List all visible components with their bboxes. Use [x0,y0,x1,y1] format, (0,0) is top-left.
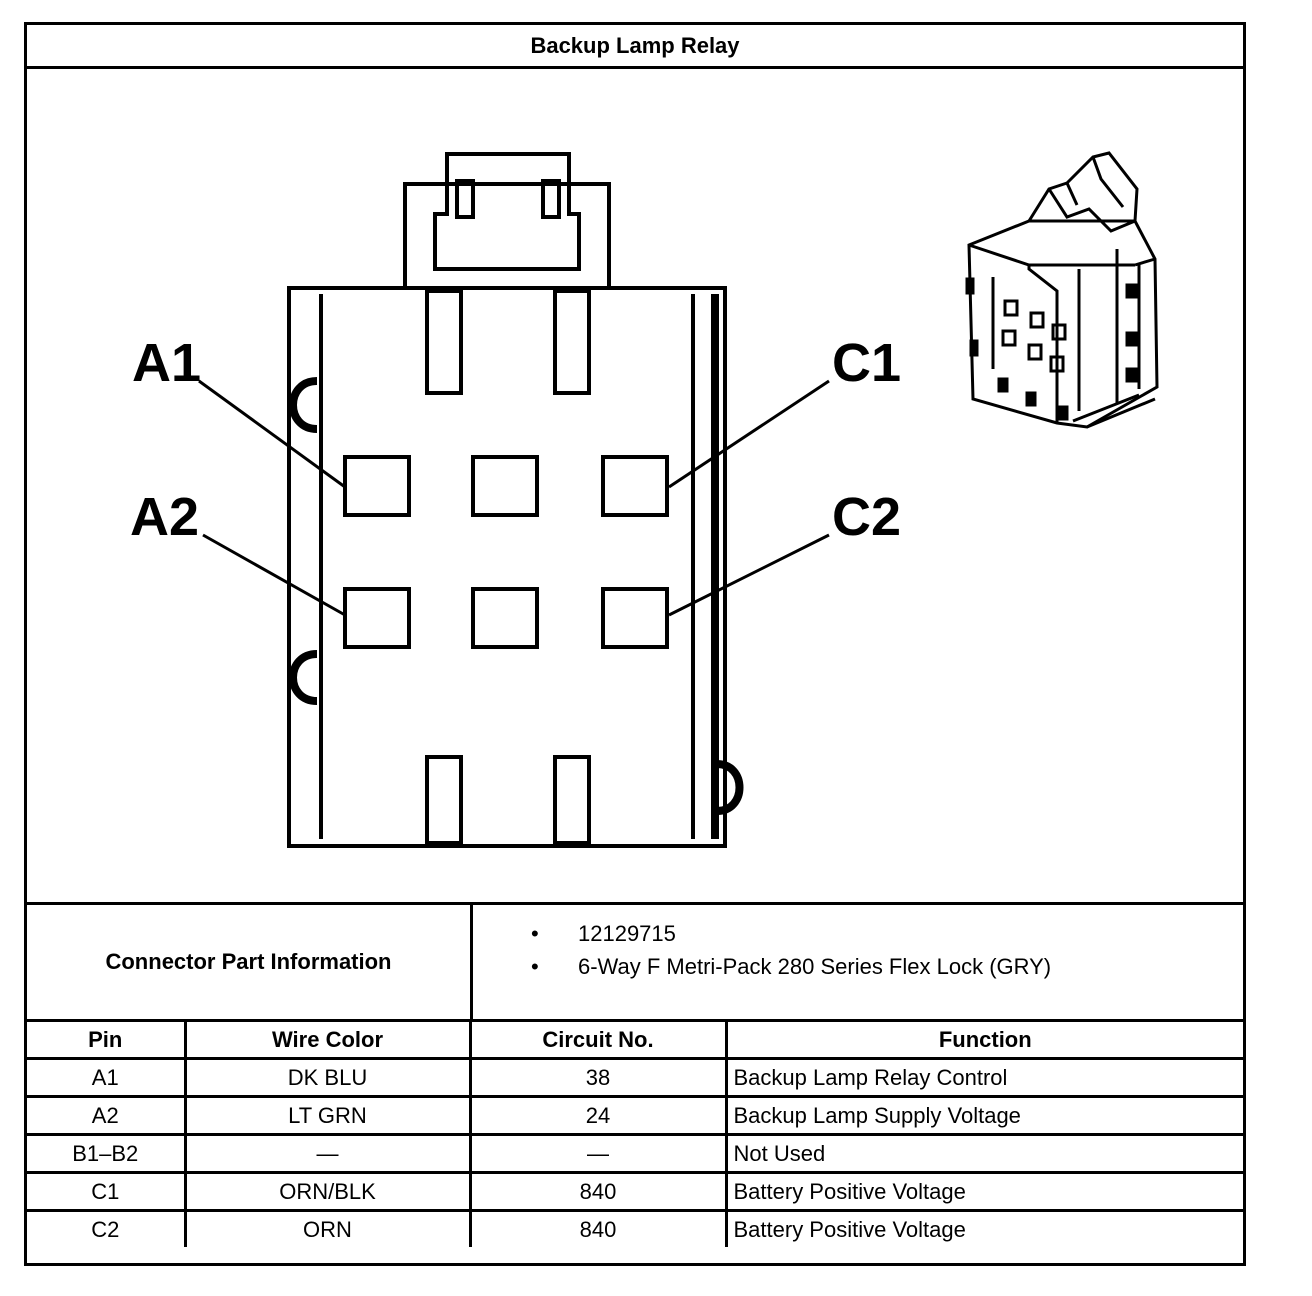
connector-face-drawing: A1 A2 C1 C2 [130,151,1159,848]
cell-circuit: 38 [468,1057,728,1098]
part-number: 12129715 [473,917,1243,950]
cell-wire-color: — [183,1133,472,1174]
leader-a2 [202,533,346,617]
lock-tab [433,152,581,271]
cell-pin: A2 [27,1095,187,1136]
connector-body [198,152,830,848]
cavity-a2 [343,587,411,649]
cell-function: Battery Positive Voltage [724,1209,1243,1247]
cell-function: Not Used [724,1133,1243,1174]
cavity-c1 [601,455,669,517]
rib-bottom-left [425,755,463,845]
callout-c1: C1 [832,333,901,393]
cavity-a1 [343,455,411,517]
cell-pin: B1–B2 [27,1133,187,1174]
callout-c2: C2 [832,487,901,547]
cell-wire-color: ORN [183,1209,472,1247]
cavity-b1 [471,455,539,517]
leader-a1 [198,379,346,489]
rib-top-right [553,289,591,395]
leader-c2 [668,533,830,617]
cell-circuit: 840 [468,1209,728,1247]
table-row: A1 DK BLU 38 Backup Lamp Relay Control [27,1057,1243,1098]
rib-top-left [425,289,463,395]
connector-sheet: Backup Lamp Relay [24,22,1246,1266]
latch-hook-lower [289,650,318,705]
cell-function: Backup Lamp Relay Control [724,1057,1243,1098]
page-title: Backup Lamp Relay [27,25,1243,69]
table-row: A2 LT GRN 24 Backup Lamp Supply Voltage [27,1095,1243,1136]
pin-table-header: Pin Wire Color Circuit No. Function [27,1022,1243,1060]
cavity-b2 [471,587,539,649]
cell-function: Backup Lamp Supply Voltage [724,1095,1243,1136]
cell-circuit: 24 [468,1095,728,1136]
latch-hook-right [716,760,744,815]
callout-a1: A1 [132,333,201,393]
header-pin: Pin [27,1022,187,1060]
connector-part-info-list: 12129715 6-Way F Metri-Pack 280 Series F… [473,905,1243,1031]
leader-c1 [668,379,830,489]
header-circuit: Circuit No. [468,1022,728,1060]
cell-wire-color: DK BLU [183,1057,472,1098]
housing-outer [287,286,727,848]
cell-pin: A1 [27,1057,187,1098]
cell-wire-color: LT GRN [183,1095,472,1136]
pin-table: Pin Wire Color Circuit No. Function A1 D… [27,1022,1243,1247]
callout-a2: A2 [130,487,199,547]
connector-part-info: Connector Part Information 12129715 6-Wa… [27,902,1243,1022]
cell-wire-color: ORN/BLK [183,1171,472,1212]
table-row: C1 ORN/BLK 840 Battery Positive Voltage [27,1171,1243,1212]
lock-tab-slot-left [455,179,475,219]
latch-hook-upper [289,377,318,433]
rib-bottom-right [553,755,591,845]
lock-tab-slot-right [541,179,561,219]
cell-pin: C2 [27,1209,187,1247]
table-row: B1–B2 — — Not Used [27,1133,1243,1174]
cell-circuit: 840 [468,1171,728,1212]
cell-pin: C1 [27,1171,187,1212]
connector-part-info-label: Connector Part Information [27,905,473,1019]
header-function: Function [724,1022,1243,1060]
connector-isometric-view [965,151,1159,429]
table-row: C2 ORN 840 Battery Positive Voltage [27,1209,1243,1247]
cell-function: Battery Positive Voltage [724,1171,1243,1212]
cell-circuit: — [468,1133,728,1174]
connector-description: 6-Way F Metri-Pack 280 Series Flex Lock … [473,950,1243,983]
connector-diagram: A1 A2 C1 C2 [27,69,1243,902]
header-wire-color: Wire Color [183,1022,472,1060]
cavity-c2 [601,587,669,649]
